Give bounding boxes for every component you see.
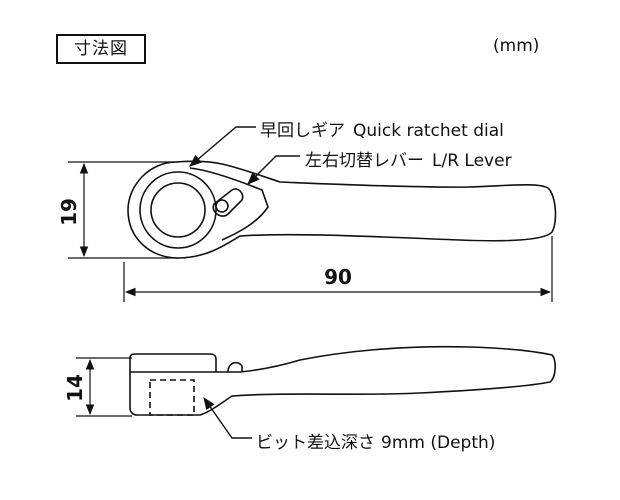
unit-label: (mm) xyxy=(493,36,540,56)
dim-19-lines xyxy=(68,161,178,259)
side-body-outline xyxy=(129,345,556,416)
top-view-outline xyxy=(127,160,557,259)
dim-19-text: 19 xyxy=(57,198,81,226)
dim-14-text: 14 xyxy=(63,374,87,402)
callout-lever-jp: 左右切替レバー xyxy=(305,151,424,171)
dim-90-text: 90 xyxy=(324,265,352,289)
side-gear-block xyxy=(129,353,217,372)
callout-depth-jp: ビット差込深さ xyxy=(256,433,375,453)
callout-lever-en: L/R Lever xyxy=(432,151,512,171)
leader-lever xyxy=(247,155,300,185)
callout-quick-dial: 早回しギア Quick ratchet dial xyxy=(260,116,504,141)
callout-depth-en: 9mm (Depth) xyxy=(381,433,496,453)
leader-quick-dial xyxy=(189,126,256,167)
dim-14-lines xyxy=(76,357,132,417)
lever-shape xyxy=(212,188,244,217)
callout-quick-dial-en: Quick ratchet dial xyxy=(353,121,504,141)
leader-depth xyxy=(203,396,252,439)
dim-90-lines xyxy=(123,236,553,302)
side-lever-bump xyxy=(227,361,243,373)
quick-dial-inner xyxy=(150,182,206,238)
side-view xyxy=(129,345,556,416)
bit-socket-dashed xyxy=(149,379,195,416)
top-view-head-inner xyxy=(189,167,269,241)
top-view xyxy=(127,160,557,259)
callout-depth: ビット差込深さ 9mm (Depth) xyxy=(256,428,495,453)
top-leaders xyxy=(189,126,300,185)
lever-pivot xyxy=(215,199,229,213)
callout-quick-dial-jp: 早回しギア xyxy=(260,121,345,141)
callout-lever: 左右切替レバー L/R Lever xyxy=(305,146,512,171)
diagram-title: 寸法図 xyxy=(56,34,146,64)
quick-dial-outer xyxy=(139,171,217,249)
